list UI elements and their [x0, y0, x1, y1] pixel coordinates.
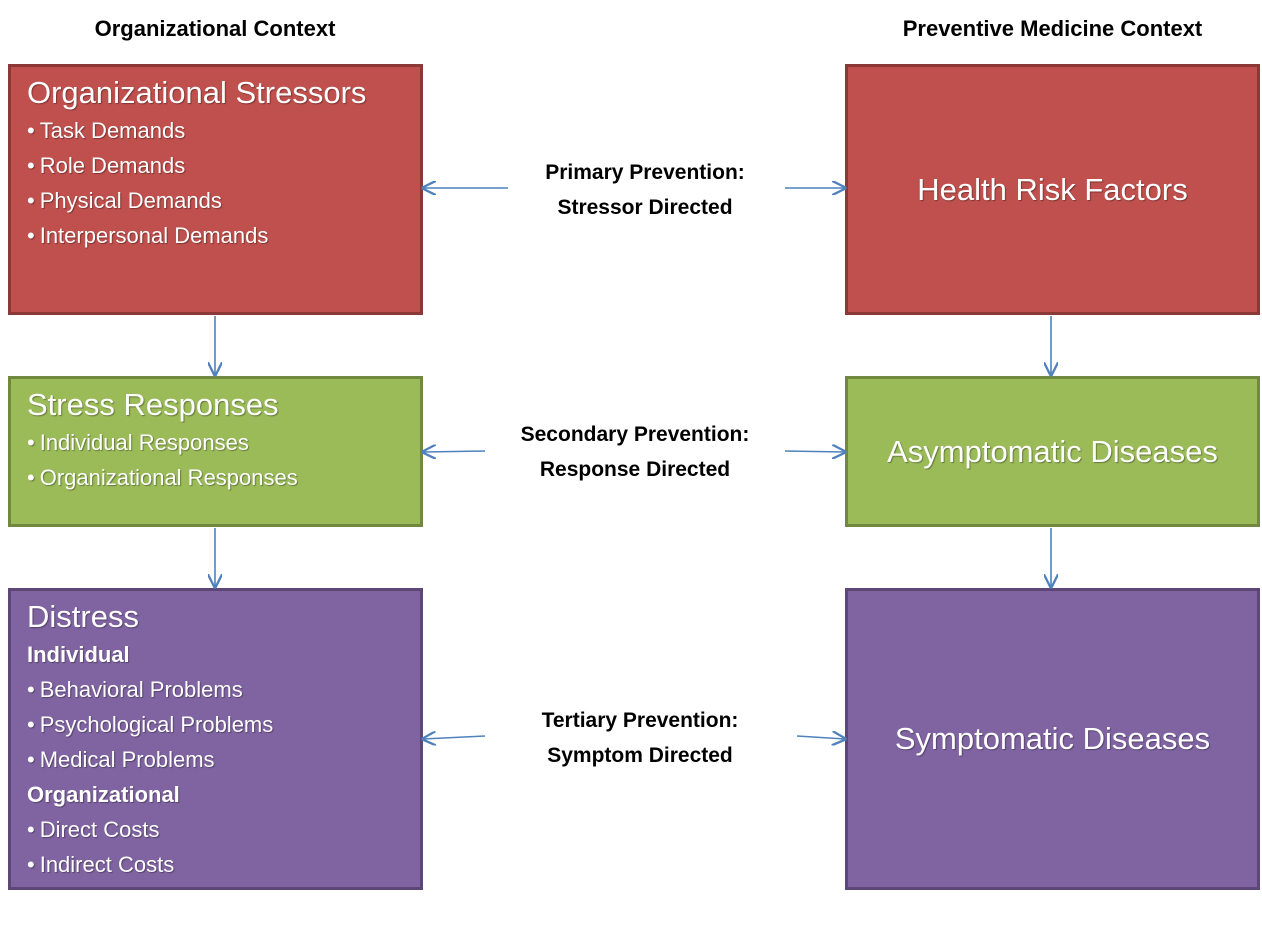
distress-list: Individual Behavioral Problems Psycholog… [27, 637, 404, 882]
list-subheading: Individual [27, 642, 130, 667]
list-item: Medical Problems [27, 742, 404, 777]
arrow-tertiary-right [796, 736, 845, 739]
list-item: Role Demands [27, 148, 404, 183]
distress-title: Distress [27, 599, 139, 634]
primary-prevention-line1: Primary Prevention: [545, 161, 745, 184]
tertiary-prevention-line1: Tertiary Prevention: [541, 709, 739, 732]
list-subheading: Organizational [27, 782, 180, 807]
list-item: Direct Costs [27, 812, 404, 847]
secondary-prevention-label: Secondary Prevention: Response Directed [490, 417, 780, 487]
list-item: Individual Responses [27, 425, 404, 460]
health-risk-factors-box: Health Risk Factors [845, 64, 1260, 315]
arrow-secondary-left [423, 451, 486, 452]
symptomatic-diseases-box: Symptomatic Diseases [845, 588, 1260, 890]
list-item: Psychological Problems [27, 707, 404, 742]
organizational-stressors-box: Organizational Stressors Task Demands Ro… [8, 64, 423, 315]
primary-prevention-line2: Stressor Directed [557, 196, 733, 219]
secondary-prevention-line1: Secondary Prevention: [520, 423, 750, 446]
arrow-tertiary-left [423, 736, 486, 739]
list-item: Organizational Responses [27, 460, 404, 495]
symptomatic-diseases-title: Symptomatic Diseases [894, 721, 1211, 756]
tertiary-prevention-label: Tertiary Prevention: Symptom Directed [500, 703, 780, 773]
health-risk-factors-title: Health Risk Factors [917, 171, 1188, 207]
secondary-prevention-line2: Response Directed [539, 458, 731, 481]
preventive-medicine-context-header: Preventive Medicine Context [902, 16, 1203, 41]
list-item: Physical Demands [27, 183, 404, 218]
list-item: Interpersonal Demands [27, 218, 404, 253]
tertiary-prevention-line2: Symptom Directed [547, 744, 733, 767]
organizational-stressors-title: Organizational Stressors [27, 75, 367, 110]
organizational-context-header: Organizational Context [94, 16, 336, 41]
organizational-stressors-list: Task Demands Role Demands Physical Deman… [27, 113, 404, 253]
stress-responses-list: Individual Responses Organizational Resp… [27, 425, 404, 495]
arrow-secondary-right [784, 451, 845, 452]
asymptomatic-diseases-title: Asymptomatic Diseases [887, 433, 1218, 469]
stress-responses-title: Stress Responses [27, 387, 279, 422]
list-item: Behavioral Problems [27, 672, 404, 707]
asymptomatic-diseases-box: Asymptomatic Diseases [845, 376, 1260, 527]
list-item: Task Demands [27, 113, 404, 148]
primary-prevention-label: Primary Prevention: Stressor Directed [505, 155, 785, 225]
distress-box: Distress Individual Behavioral Problems … [8, 588, 423, 890]
list-item: Indirect Costs [27, 847, 404, 882]
